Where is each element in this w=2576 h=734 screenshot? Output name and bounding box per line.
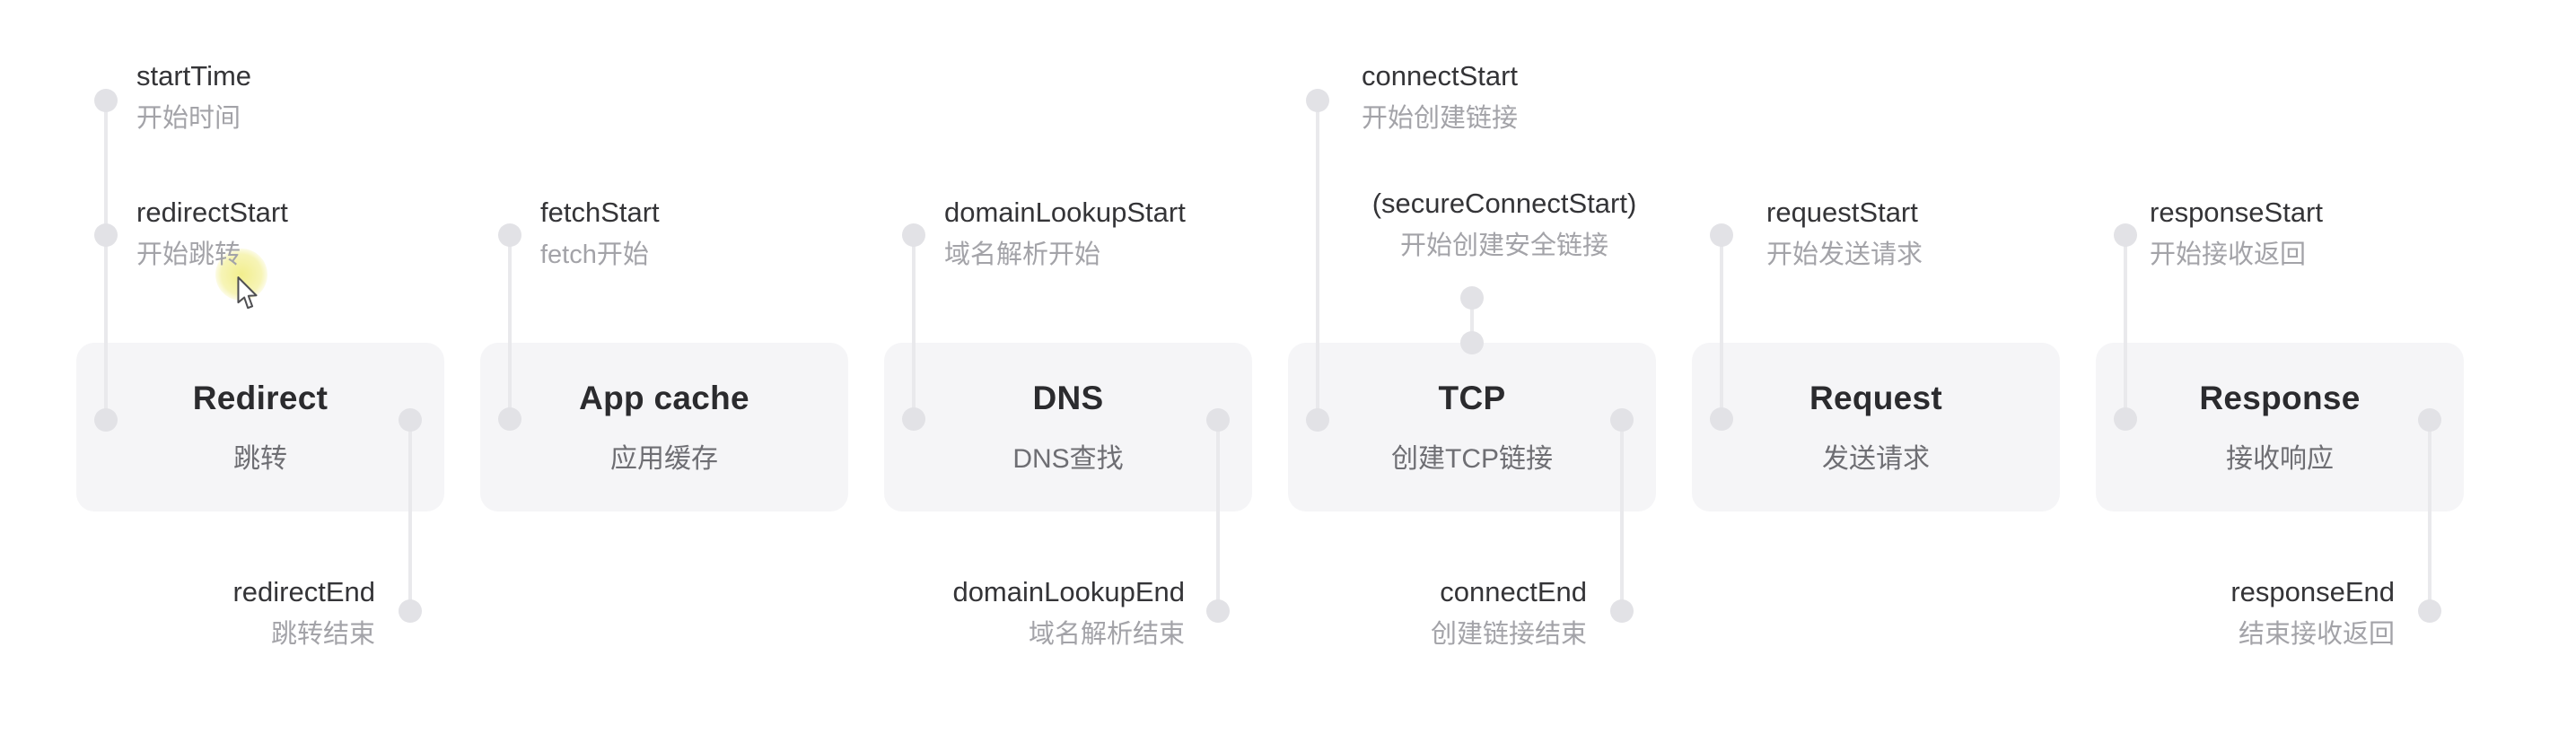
marker-secure-connect-start: (secureConnectStart) 开始创建安全链接 — [1346, 187, 1662, 264]
timeline-dot — [498, 407, 521, 431]
phase-subtitle: 接收响应 — [2226, 444, 2334, 474]
timeline-dot — [1710, 223, 1733, 247]
marker-redirect-end: redirectEnd 跳转结束 — [232, 575, 375, 652]
phase-box-redirect: Redirect 跳转 — [76, 343, 444, 511]
marker-name: domainLookupEnd — [952, 576, 1185, 607]
connector-line — [2428, 420, 2431, 611]
connector-line — [1720, 235, 1723, 419]
connector-line — [104, 100, 108, 420]
timeline-dot — [2114, 223, 2137, 247]
phase-title: Redirect — [192, 380, 329, 416]
marker-request-start: requestStart 开始发送请求 — [1766, 196, 1923, 273]
marker-connect-end: connectEnd 创建链接结束 — [1431, 575, 1587, 652]
marker-name-zh: 跳转结束 — [270, 620, 375, 649]
marker-name: connectStart — [1362, 60, 1519, 92]
phase-subtitle: 发送请求 — [1822, 444, 1930, 474]
timeline-dot — [1610, 599, 1634, 623]
connector-line — [508, 235, 512, 419]
marker-name: (secureConnectStart) — [1371, 188, 1637, 219]
marker-name-zh: 开始跳转 — [136, 240, 241, 269]
mouse-cursor-icon — [237, 276, 258, 310]
timeline-dot — [1710, 407, 1733, 431]
connector-line — [408, 420, 412, 611]
connector-line — [1470, 298, 1474, 343]
marker-name: connectEnd — [1440, 576, 1587, 607]
timeline-dot — [1460, 286, 1484, 310]
marker-name: fetchStart — [540, 197, 660, 228]
timeline-dot — [2418, 599, 2441, 623]
marker-fetch-start: fetchStart fetch开始 — [540, 196, 660, 273]
phase-title: App cache — [579, 380, 749, 416]
connector-line — [1216, 420, 1220, 611]
connector-line — [912, 235, 916, 419]
timeline-dot — [399, 599, 422, 623]
phase-box-dns: DNS DNS查找 — [884, 343, 1252, 511]
timeline-dot — [2114, 407, 2137, 431]
marker-name-zh: 结束接收返回 — [2238, 620, 2395, 649]
timeline-dot — [94, 89, 118, 112]
timeline-dot — [1610, 408, 1634, 432]
marker-name-zh: 开始时间 — [136, 104, 241, 133]
marker-name-zh: 开始创建安全链接 — [1399, 232, 1608, 260]
timeline-dot — [1306, 408, 1329, 432]
timeline-dot — [94, 223, 118, 247]
timeline-dot — [902, 223, 925, 247]
phase-subtitle: 创建TCP链接 — [1391, 444, 1553, 474]
phase-title: TCP — [1438, 380, 1506, 416]
phase-box-request: Request 发送请求 — [1692, 343, 2060, 511]
marker-name: redirectEnd — [232, 576, 375, 607]
phase-box-app-cache: App cache 应用缓存 — [480, 343, 848, 511]
marker-start-time: startTime 开始时间 — [136, 59, 251, 136]
timeline-dot — [902, 407, 925, 431]
timeline-dot — [94, 408, 118, 432]
phase-subtitle: 应用缓存 — [610, 444, 718, 474]
marker-response-start: responseStart 开始接收返回 — [2150, 196, 2323, 273]
marker-name: redirectStart — [136, 197, 288, 228]
timeline-dot — [1206, 408, 1230, 432]
marker-name-zh: 开始发送请求 — [1766, 240, 1923, 269]
phase-subtitle: 跳转 — [233, 444, 287, 474]
marker-name-zh: 域名解析结束 — [1028, 620, 1185, 649]
marker-name-zh: 创建链接结束 — [1430, 620, 1587, 649]
connector-line — [2124, 235, 2127, 419]
timeline-dot — [1206, 599, 1230, 623]
phase-subtitle: DNS查找 — [1012, 444, 1124, 474]
marker-name-zh: 域名解析开始 — [944, 240, 1101, 269]
connector-line — [1316, 100, 1319, 420]
phase-title: DNS — [1032, 380, 1104, 416]
timeline-dot — [399, 408, 422, 432]
phase-box-response: Response 接收响应 — [2096, 343, 2464, 511]
marker-name-zh: fetch开始 — [540, 240, 649, 269]
phase-title: Response — [2199, 380, 2361, 416]
marker-name: responseEnd — [2230, 576, 2395, 607]
connector-line — [1620, 420, 1624, 611]
marker-connect-start: connectStart 开始创建链接 — [1362, 59, 1518, 136]
marker-name: domainLookupStart — [944, 197, 1186, 228]
phase-title: Request — [1809, 380, 1943, 416]
marker-name: responseStart — [2150, 197, 2323, 228]
timeline-dot — [2418, 408, 2441, 432]
phase-box-tcp: TCP 创建TCP链接 — [1288, 343, 1656, 511]
marker-domain-lookup-start: domainLookupStart 域名解析开始 — [944, 196, 1186, 273]
timeline-dot — [498, 223, 521, 247]
marker-response-end: responseEnd 结束接收返回 — [2230, 575, 2395, 652]
timeline-dot — [1306, 89, 1329, 112]
marker-name-zh: 开始创建链接 — [1362, 104, 1519, 133]
marker-name-zh: 开始接收返回 — [2150, 240, 2307, 269]
marker-redirect-start: redirectStart 开始跳转 — [136, 196, 288, 273]
timeline-dot — [1460, 331, 1484, 354]
marker-name: startTime — [136, 60, 252, 92]
marker-domain-lookup-end: domainLookupEnd 域名解析结束 — [952, 575, 1185, 652]
marker-name: requestStart — [1766, 197, 1918, 228]
